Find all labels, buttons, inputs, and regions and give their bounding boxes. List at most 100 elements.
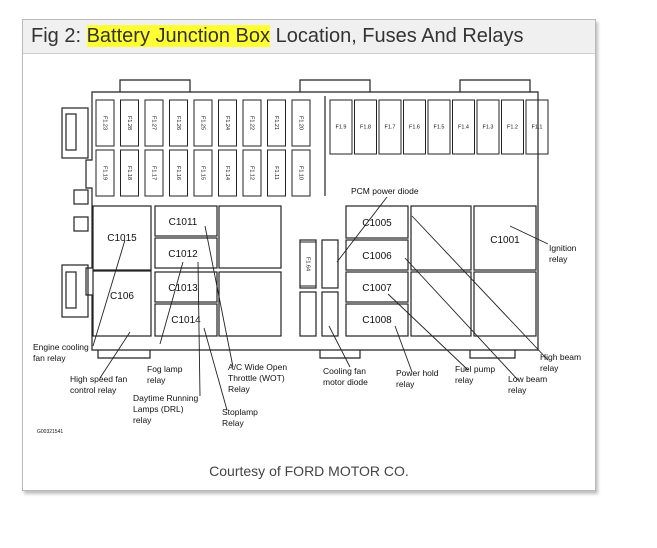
hs-fan-relay-line1: High speed fan: [70, 374, 127, 384]
relay-c1015: C1015: [107, 233, 137, 244]
fuse-row2-6: F1.12: [242, 149, 262, 197]
fog-lamp-relay-line2: relay: [147, 375, 166, 385]
relay-c1014: C1014: [171, 315, 201, 326]
fuse-layer: F1.23 F1.28 F1.27 F1.26 F1.25 F1.24 F1.22 F1.21…: [95, 99, 549, 287]
relay-c1013: C1013: [168, 283, 198, 294]
engine-fan-relay-line2: fan relay: [33, 353, 66, 363]
fuse-right-3: F1.6: [403, 99, 426, 155]
fuse-row1-6-label: F1.22: [249, 116, 255, 130]
fuse-right-4: F1.5: [427, 99, 451, 155]
high-beam-relay-line2: relay: [540, 363, 559, 373]
fuse-row2-8: F1.10: [291, 149, 311, 197]
fuse-row1-3-label: F1.26: [175, 116, 181, 130]
relay-c1012: C1012: [168, 249, 198, 260]
fuse-row2-0: F1.19: [95, 149, 115, 197]
relay-labels: C1015 C106 C1011 C1012 C1013 C1014 C1005…: [107, 217, 520, 326]
fuel-pump-relay-line1: Fuel pump: [455, 364, 495, 374]
hs-fan-relay-line2: control relay: [70, 385, 117, 395]
figure-caption: Courtesy of FORD MOTOR CO.: [209, 463, 409, 479]
cooling-fan-diode-line2: motor diode: [323, 377, 368, 387]
fuse-row1-3: F1.26: [169, 99, 188, 147]
fuse-small-label: F1.64: [305, 257, 311, 271]
engine-fan-relay-line1: Engine cooling: [33, 342, 89, 352]
relay-c1008: C1008: [362, 315, 392, 326]
fuse-row1-8: F1.20: [291, 99, 311, 147]
fuse-row2-6-label: F1.12: [249, 166, 255, 180]
ac-wot-relay-line3: Relay: [228, 384, 250, 394]
fuse-small: F1.64: [299, 241, 317, 287]
fuel-pump-relay-line2: relay: [455, 375, 474, 385]
ac-wot-relay-line1: A/C Wide Open: [228, 362, 287, 372]
fuse-row1-6: F1.22: [242, 99, 262, 147]
fuse-row1-1: F1.28: [120, 99, 139, 147]
fuse-row2-5: F1.14: [218, 149, 237, 197]
fuse-row1-4: F1.25: [193, 99, 213, 147]
fuse-right-7-label: F1.2: [507, 124, 518, 130]
fuse-right-8: F1.1: [525, 99, 549, 155]
title-highlight: Battery Junction Box: [86, 25, 271, 47]
fuse-row1-2: F1.27: [144, 99, 164, 147]
fuse-right-1: F1.8: [354, 99, 377, 155]
power-hold-relay-line2: relay: [396, 379, 415, 389]
fuse-right-2: F1.7: [378, 99, 402, 155]
fuse-row2-4-label: F1.15: [200, 166, 206, 180]
fuse-row1-4-label: F1.25: [200, 116, 206, 130]
relay-c106: C106: [110, 291, 134, 302]
fuse-right-2-label: F1.7: [384, 124, 395, 130]
fog-lamp-relay-line1: Fog lamp: [147, 364, 183, 374]
high-beam-relay-line1: High beam: [540, 352, 581, 362]
ac-wot-relay-line2: Throttle (WOT): [228, 373, 285, 383]
fuse-right-5-label: F1.4: [458, 124, 469, 130]
fuse-row1-7: F1.21: [267, 99, 286, 147]
fuse-right-7: F1.2: [501, 99, 524, 155]
relay-c1011: C1011: [169, 217, 198, 228]
leader-lines: [92, 196, 549, 411]
fuse-right-1-label: F1.8: [360, 124, 371, 130]
fuse-row2-3-label: F1.16: [175, 166, 181, 180]
fuse-row2-3: F1.16: [169, 149, 188, 197]
fuse-row2-7-label: F1.11: [273, 166, 279, 180]
fuse-row1-0-label: F1.23: [102, 116, 108, 130]
fuse-row2-2: F1.17: [144, 149, 164, 197]
fuse-right-8-label: F1.1: [531, 124, 542, 130]
low-beam-relay-line1: Low beam: [508, 374, 547, 384]
stoplamp-relay-line2: Relay: [222, 418, 244, 428]
drl-relay-line3: relay: [133, 415, 152, 425]
stoplamp-relay-line1: Stoplamp: [222, 407, 258, 417]
fuse-row2-2-label: F1.17: [151, 166, 157, 180]
callout-labels: PCM power diode Ignition relay Engine co…: [33, 186, 581, 435]
title-prefix: Fig 2:: [31, 25, 87, 47]
fuse-row1-8-label: F1.20: [298, 116, 304, 130]
relay-c1001: C1001: [490, 235, 520, 246]
fuse-right-0: F1.9: [329, 99, 353, 155]
fuse-row1-7-label: F1.21: [273, 116, 279, 130]
fuse-row2-5-label: F1.14: [224, 166, 230, 180]
fuse-row2-0-label: F1.19: [102, 166, 108, 180]
power-hold-relay-line1: Power hold: [396, 368, 439, 378]
fuse-row2-4: F1.15: [193, 149, 213, 197]
fuse-row1-1-label: F1.28: [126, 116, 132, 130]
fuse-right-6: F1.3: [476, 99, 500, 155]
fuse-right-3-label: F1.6: [409, 124, 420, 130]
title-bar: Fig 2: Battery Junction Box Location, Fu…: [23, 20, 595, 54]
fuse-row1-5: F1.24: [218, 99, 237, 147]
low-beam-relay-line2: relay: [508, 385, 527, 395]
fuse-row2-1: F1.18: [120, 149, 139, 197]
fuse-row2-8-label: F1.10: [298, 166, 304, 180]
relay-c1007: C1007: [362, 283, 392, 294]
figure-title: Fig 2: Battery Junction Box Location, Fu…: [31, 25, 524, 48]
ignition-relay-line2: relay: [549, 254, 568, 264]
fuse-right-0-label: F1.9: [335, 124, 346, 130]
drl-relay-line2: Lamps (DRL): [133, 404, 184, 414]
fuse-right-6-label: F1.3: [482, 124, 493, 130]
fuse-right-5: F1.4: [452, 99, 475, 155]
fuse-row2-1-label: F1.18: [126, 166, 132, 180]
image-code: G00321541: [37, 429, 63, 435]
fuse-right-4-label: F1.5: [433, 124, 444, 130]
relay-c1005: C1005: [362, 218, 392, 229]
title-suffix: Location, Fuses And Relays: [270, 25, 524, 47]
fuse-row2-7: F1.11: [267, 149, 286, 197]
drl-relay-line1: Daytime Running: [133, 393, 198, 403]
fuse-row1-5-label: F1.24: [224, 116, 230, 130]
